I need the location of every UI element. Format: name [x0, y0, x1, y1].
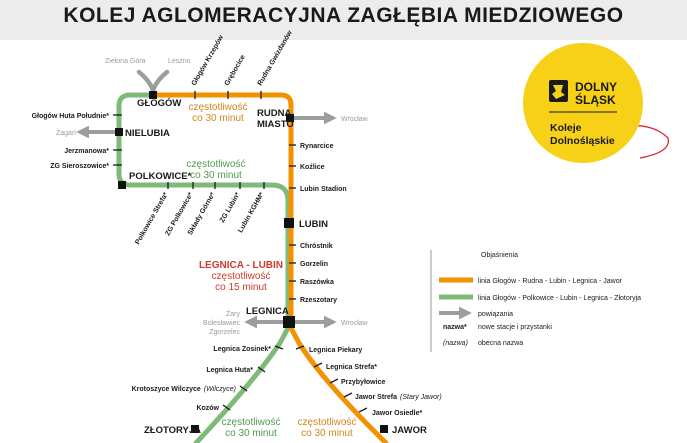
station-gorzelin: Gorzelin [300, 261, 328, 268]
connection-arrows [76, 69, 337, 329]
green-line [116, 92, 291, 443]
station-jawor-strefa-name: Jawor Strefa [355, 394, 397, 401]
station-lubin: LUBIN [299, 219, 328, 230]
headway-red-3: co 15 minut [215, 282, 267, 293]
headway-green-bottom-2: co 30 minut [225, 428, 277, 439]
logo-line-2: ŚLĄSK [575, 92, 616, 107]
station-zg-sieroszowice: ZG Sieroszowice* [50, 163, 109, 170]
station-rzeszotary: Rzeszotary [300, 297, 337, 304]
connection-zary: Żary [226, 309, 241, 318]
station-lubin-kghm: Lubin KGHM* [237, 191, 266, 234]
headway-labels: częstotliwość co 30 minut częstotliwość … [187, 102, 357, 439]
headway-orange-bottom-2: co 30 minut [301, 428, 353, 439]
headway-red-1: LEGNICA - LUBIN [199, 260, 283, 271]
zielona-gora-leszno-arrow-icon [136, 69, 170, 97]
connection-wroclaw-bottom: Wrocław [341, 320, 369, 327]
headway-orange-bottom-1: częstotliwość [298, 417, 357, 428]
connection-zielona-gora: Zielona Góra [105, 58, 146, 65]
legend-current-desc: obecna nazwa [478, 340, 523, 347]
station-jawor: JAWOR [392, 425, 427, 436]
station-kozlice: Koźlice [300, 164, 325, 171]
orange-line [150, 92, 389, 443]
headway-red-2: częstotliwość [212, 271, 271, 282]
station-legnica-strefa: Legnica Strefa* [326, 364, 377, 371]
station-zg-lubin: ZG Lubin* [219, 191, 242, 224]
headway-green-mid-2: co 30 minut [190, 170, 242, 181]
headway-green-bottom-1: częstotliwość [222, 417, 281, 428]
connection-wroclaw-top: Wrocław [341, 116, 369, 123]
station-lubin-stadion: Lubin Stadion [300, 186, 347, 193]
headway-orange-top-1: częstotliwość [189, 102, 248, 113]
logo-circle [523, 43, 643, 163]
station-zlotoryja: ZŁOTORYJA [144, 425, 201, 436]
logo-line-4: Dolnośląskie [550, 135, 615, 147]
legend: Objaśnienia linia Głogów - Rudna - Lubin… [430, 250, 641, 352]
title-bar [0, 0, 687, 40]
station-rynarcice: Rynarcice [300, 143, 334, 150]
hub-squares [115, 91, 388, 433]
station-jerzmanowa: Jerzmanowa* [64, 148, 109, 155]
headway-orange-top-2: co 30 minut [192, 113, 244, 124]
legend-new-key: nazwa* [443, 324, 467, 331]
page-title: KOLEJ AGLOMERACYJNA ZAGŁĘBIA MIEDZIOWEGO [63, 4, 624, 27]
station-krotoszyce-name: Krotoszyce Wilczyce [132, 386, 201, 393]
station-rudna-gwizdanow: Rudna Gwizdanów [257, 29, 294, 87]
station-rudna-1: RUDNA [257, 108, 291, 119]
station-kozow: Kozów [196, 405, 219, 412]
station-glogow-krzepow: Głogów Krzepów [191, 34, 226, 87]
station-polkowice: POLKOWICE* [129, 171, 192, 182]
station-nielubia: NIELUBIA [125, 128, 170, 139]
connection-boleslawiec: Bolesławiec [203, 320, 240, 327]
station-ticks [113, 91, 368, 413]
logo-line-3: Koleje [550, 122, 582, 134]
legend-connections-text: powiązania [478, 311, 513, 318]
connection-zagan: Żagań [56, 128, 76, 137]
connection-zgorzelec: Zgorzelec [209, 329, 240, 336]
station-glogow: GŁOGÓW [137, 97, 181, 109]
station-legnica: LEGNICA [246, 306, 289, 317]
legend-orange-text: linia Głogów - Rudna - Lubin - Legnica -… [478, 278, 623, 285]
station-jawor-strefa: Jawor Strefa(Stary Jawor) [355, 394, 442, 401]
station-przybylowice: Przybyłowice [341, 379, 385, 386]
headway-green-mid-1: częstotliwość [187, 159, 246, 170]
station-legnica-piekary: Legnica Piekary [309, 347, 362, 354]
station-krotoszyce-wilczyce: Krotoszyce Wilczyce(Wilczyce) [132, 386, 236, 393]
koleje-dolnoslaskie-logo: DOLNY ŚLĄSK Koleje Dolnośląskie [523, 43, 670, 163]
station-krotoszyce-old-name: (Wilczyce) [204, 386, 236, 393]
legend-new-desc: nowe stacje i przystanki [478, 324, 552, 331]
logo-line-1: DOLNY [575, 80, 617, 94]
station-jawor-osiedle: Jawor Osiedle* [372, 410, 422, 417]
station-legnica-zosinek: Legnica Zosinek* [213, 346, 271, 353]
station-legnica-huta: Legnica Huta* [206, 367, 253, 374]
station-rudna-2: MIASTO [257, 119, 294, 130]
station-chrostnik: Chróstnik [300, 243, 333, 250]
station-polkowice-strefa: Polkowice Strefa* [134, 191, 170, 246]
station-grebocice: Grębocice [224, 54, 247, 87]
station-jawor-strefa-old-name: (Stary Jawor) [400, 394, 442, 401]
legend-heading: Objaśnienia [481, 252, 518, 259]
station-raszowka: Raszówka [300, 279, 334, 286]
legend-green-text: linia Głogów - Polkowice - Lubin - Legni… [478, 295, 641, 302]
dolny-slask-crest-icon [549, 80, 568, 102]
station-glogow-huta-poludnie: Głogów Huta Południe* [32, 113, 110, 120]
legend-current-key: (nazwa) [443, 340, 468, 347]
connection-leszno: Leszno [168, 58, 191, 65]
